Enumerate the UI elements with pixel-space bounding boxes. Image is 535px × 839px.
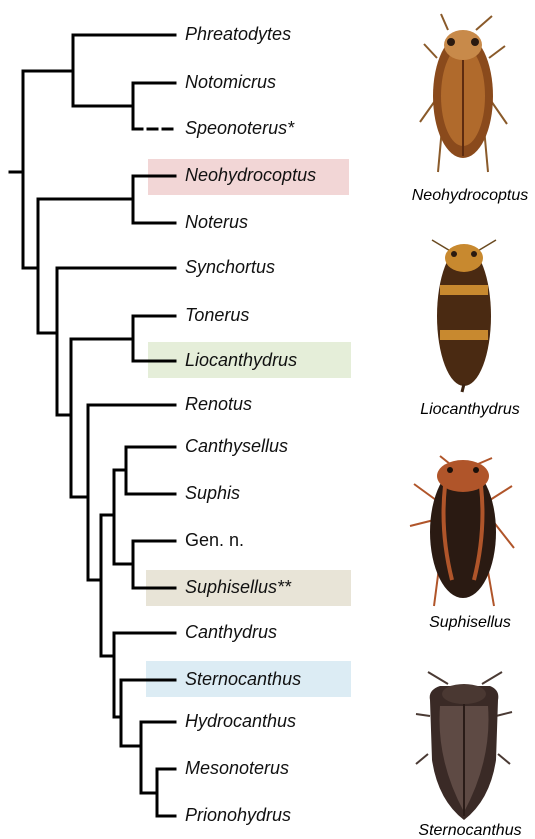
taxon-label-synchortus: Synchortus — [185, 257, 275, 277]
branch-l — [157, 769, 175, 816]
taxon-label-renotus: Renotus — [185, 394, 252, 414]
branch-e — [71, 339, 88, 497]
tree-branches — [10, 35, 175, 816]
caption-sternocanthus: Sternocanthus — [418, 822, 521, 839]
branch-g — [101, 447, 175, 515]
branch-d — [57, 333, 71, 415]
taxon-label-speonoterus: Speonoterus* — [185, 118, 295, 138]
taxon-label-notomicrus: Notomicrus — [185, 72, 276, 92]
branch-notomicrus-node — [73, 35, 175, 106]
taxon-label-liocanthydrus: Liocanthydrus — [185, 350, 297, 370]
taxon-label-prionohydrus: Prionohydrus — [185, 805, 291, 825]
taxon-label-sternocanthus: Sternocanthus — [185, 669, 301, 689]
taxon-label-tonerus: Tonerus — [185, 305, 249, 325]
taxon-highlights — [146, 159, 351, 697]
taxon-label-suphisellus: Suphisellus** — [185, 577, 292, 597]
caption-neohydrocoptus: Neohydrocoptus — [412, 187, 529, 204]
taxon-label-canthydrus: Canthydrus — [185, 622, 277, 642]
branch-i — [101, 515, 114, 656]
caption-liocanthydrus: Liocanthydrus — [420, 401, 520, 418]
taxon-label-gen-n: Gen. n. — [185, 530, 244, 550]
branch-a — [23, 35, 175, 71]
branch-c — [38, 268, 175, 333]
beetle-image-sternocanthus — [416, 672, 512, 820]
taxon-label-phreatodytes: Phreatodytes — [185, 24, 291, 44]
beetle-image-suphisellus — [410, 456, 514, 606]
beetle-image-neohydrocoptus — [420, 14, 507, 172]
taxon-label-suphis: Suphis — [185, 483, 240, 503]
branch-b — [23, 199, 133, 268]
caption-suphisellus: Suphisellus — [429, 614, 511, 631]
taxon-label-hydrocanthus: Hydrocanthus — [185, 711, 296, 731]
taxon-label-canthysellus: Canthysellus — [185, 436, 288, 456]
taxon-label-mesonoterus: Mesonoterus — [185, 758, 289, 778]
taxon-label-noterus: Noterus — [185, 212, 248, 232]
taxon-label-neohydrocoptus: Neohydrocoptus — [185, 165, 316, 185]
beetle-image-liocanthydrus — [432, 240, 496, 392]
branch-f — [88, 405, 101, 580]
